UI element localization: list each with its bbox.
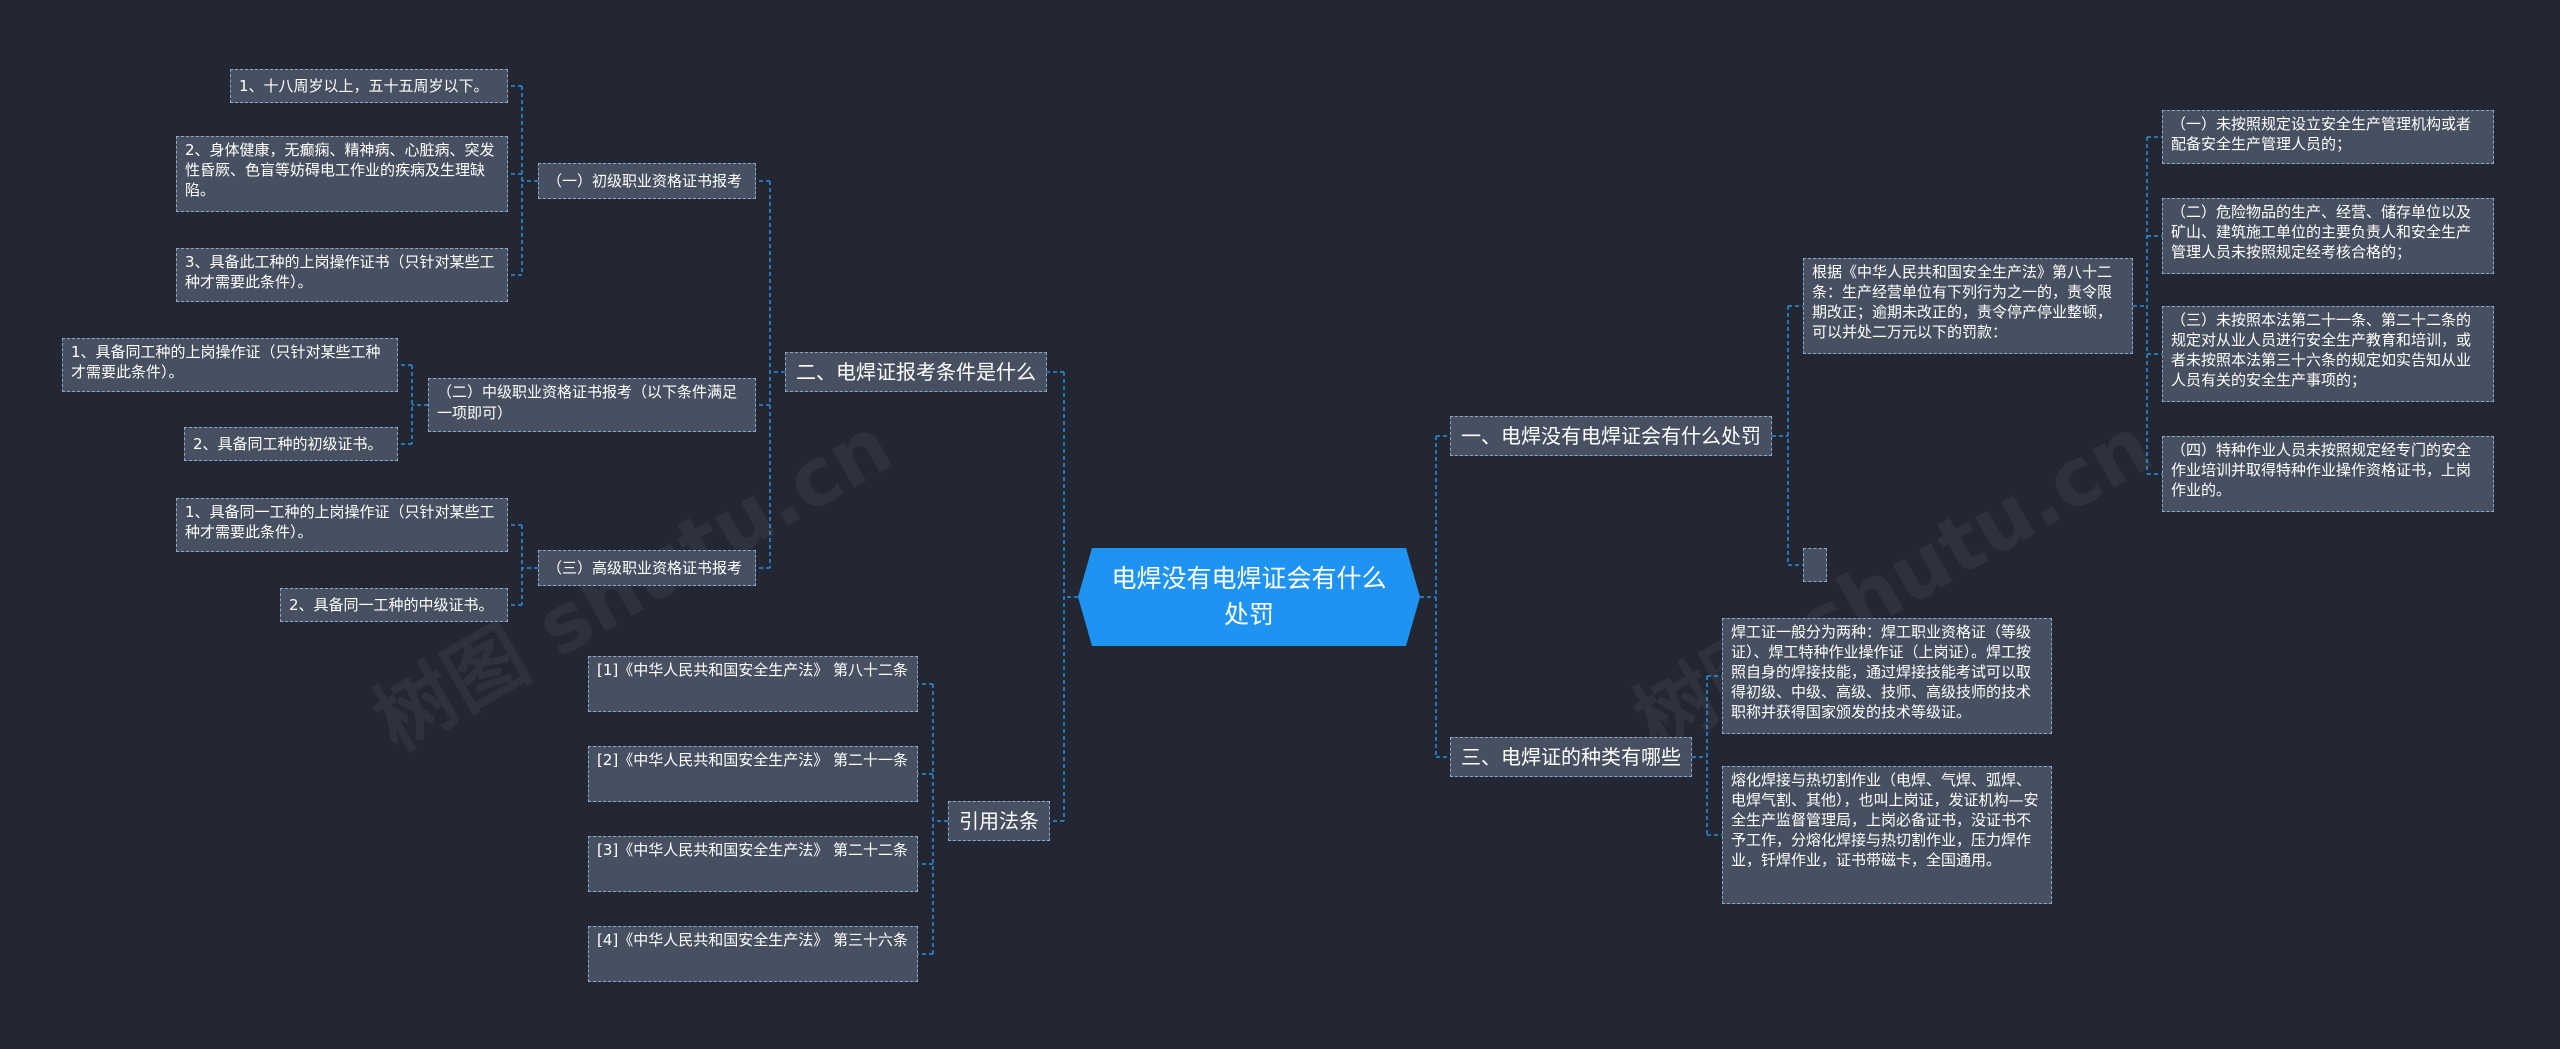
penalty-clause[interactable]: （二）危险物品的生产、经营、储存单位以及矿山、建筑施工单位的主要负责人和安全生产… bbox=[2162, 198, 2494, 274]
certificate-type-description[interactable]: 熔化焊接与热切割作业（电焊、气焊、弧焊、电焊气割、其他），也叫上岗证，发证机构—… bbox=[1722, 766, 2052, 904]
group-intermediate-certificate[interactable]: （二）中级职业资格证书报考（以下条件满足一项即可） bbox=[428, 378, 756, 432]
root-topic[interactable]: 电焊没有电焊证会有什么处罚 bbox=[1078, 548, 1420, 646]
group-senior-certificate[interactable]: （三）高级职业资格证书报考 bbox=[538, 550, 756, 586]
penalty-clause[interactable]: （四）特种作业人员未按照规定经专门的安全作业培训并取得特种作业操作资格证书，上岗… bbox=[2162, 436, 2494, 512]
law-article-82[interactable]: 根据《中华人民共和国安全生产法》第八十二条：生产经营单位有下列行为之一的，责令限… bbox=[1803, 258, 2133, 354]
law-citation[interactable]: [2]《中华人民共和国安全生产法》 第二十一条 bbox=[588, 746, 918, 802]
law-citation[interactable]: [3]《中华人民共和国安全生产法》 第二十二条 bbox=[588, 836, 918, 892]
condition-item[interactable]: 1、具备同工种的上岗操作证（只针对某些工种才需要此条件）。 bbox=[62, 338, 398, 392]
group-junior-certificate[interactable]: （一）初级职业资格证书报考 bbox=[538, 163, 756, 199]
root-topic-label: 电焊没有电焊证会有什么处罚 bbox=[1111, 564, 1387, 629]
law-citation[interactable]: [4]《中华人民共和国安全生产法》 第三十六条 bbox=[588, 926, 918, 982]
penalty-clause[interactable]: （一）未按照规定设立安全生产管理机构或者配备安全生产管理人员的； bbox=[2162, 110, 2494, 164]
condition-item[interactable]: 1、具备同一工种的上岗操作证（只针对某些工种才需要此条件）。 bbox=[176, 498, 508, 552]
branch-cited-laws[interactable]: 引用法条 bbox=[948, 801, 1050, 841]
condition-item[interactable]: 1、十八周岁以上，五十五周岁以下。 bbox=[230, 69, 508, 103]
penalty-clause[interactable]: （三）未按照本法第二十一条、第二十二条的规定对从业人员进行安全生产教育和培训，或… bbox=[2162, 306, 2494, 402]
law-citation[interactable]: [1]《中华人民共和国安全生产法》 第八十二条 bbox=[588, 656, 918, 712]
branch-penalty[interactable]: 一、电焊没有电焊证会有什么处罚 bbox=[1450, 416, 1772, 456]
condition-item[interactable]: 2、具备同工种的初级证书。 bbox=[184, 427, 398, 461]
certificate-type-description[interactable]: 焊工证一般分为两种：焊工职业资格证（等级证）、焊工特种作业操作证（上岗证）。焊工… bbox=[1722, 618, 2052, 734]
condition-item[interactable]: 3、具备此工种的上岗操作证书（只针对某些工种才需要此条件）。 bbox=[176, 248, 508, 302]
empty-node[interactable] bbox=[1803, 548, 1827, 582]
condition-item[interactable]: 2、身体健康，无癫痫、精神病、心脏病、突发性昏厥、色盲等妨碍电工作业的疾病及生理… bbox=[176, 136, 508, 212]
branch-exam-conditions[interactable]: 二、电焊证报考条件是什么 bbox=[785, 352, 1047, 392]
condition-item[interactable]: 2、具备同一工种的中级证书。 bbox=[280, 588, 508, 622]
branch-certificate-types[interactable]: 三、电焊证的种类有哪些 bbox=[1450, 737, 1692, 777]
